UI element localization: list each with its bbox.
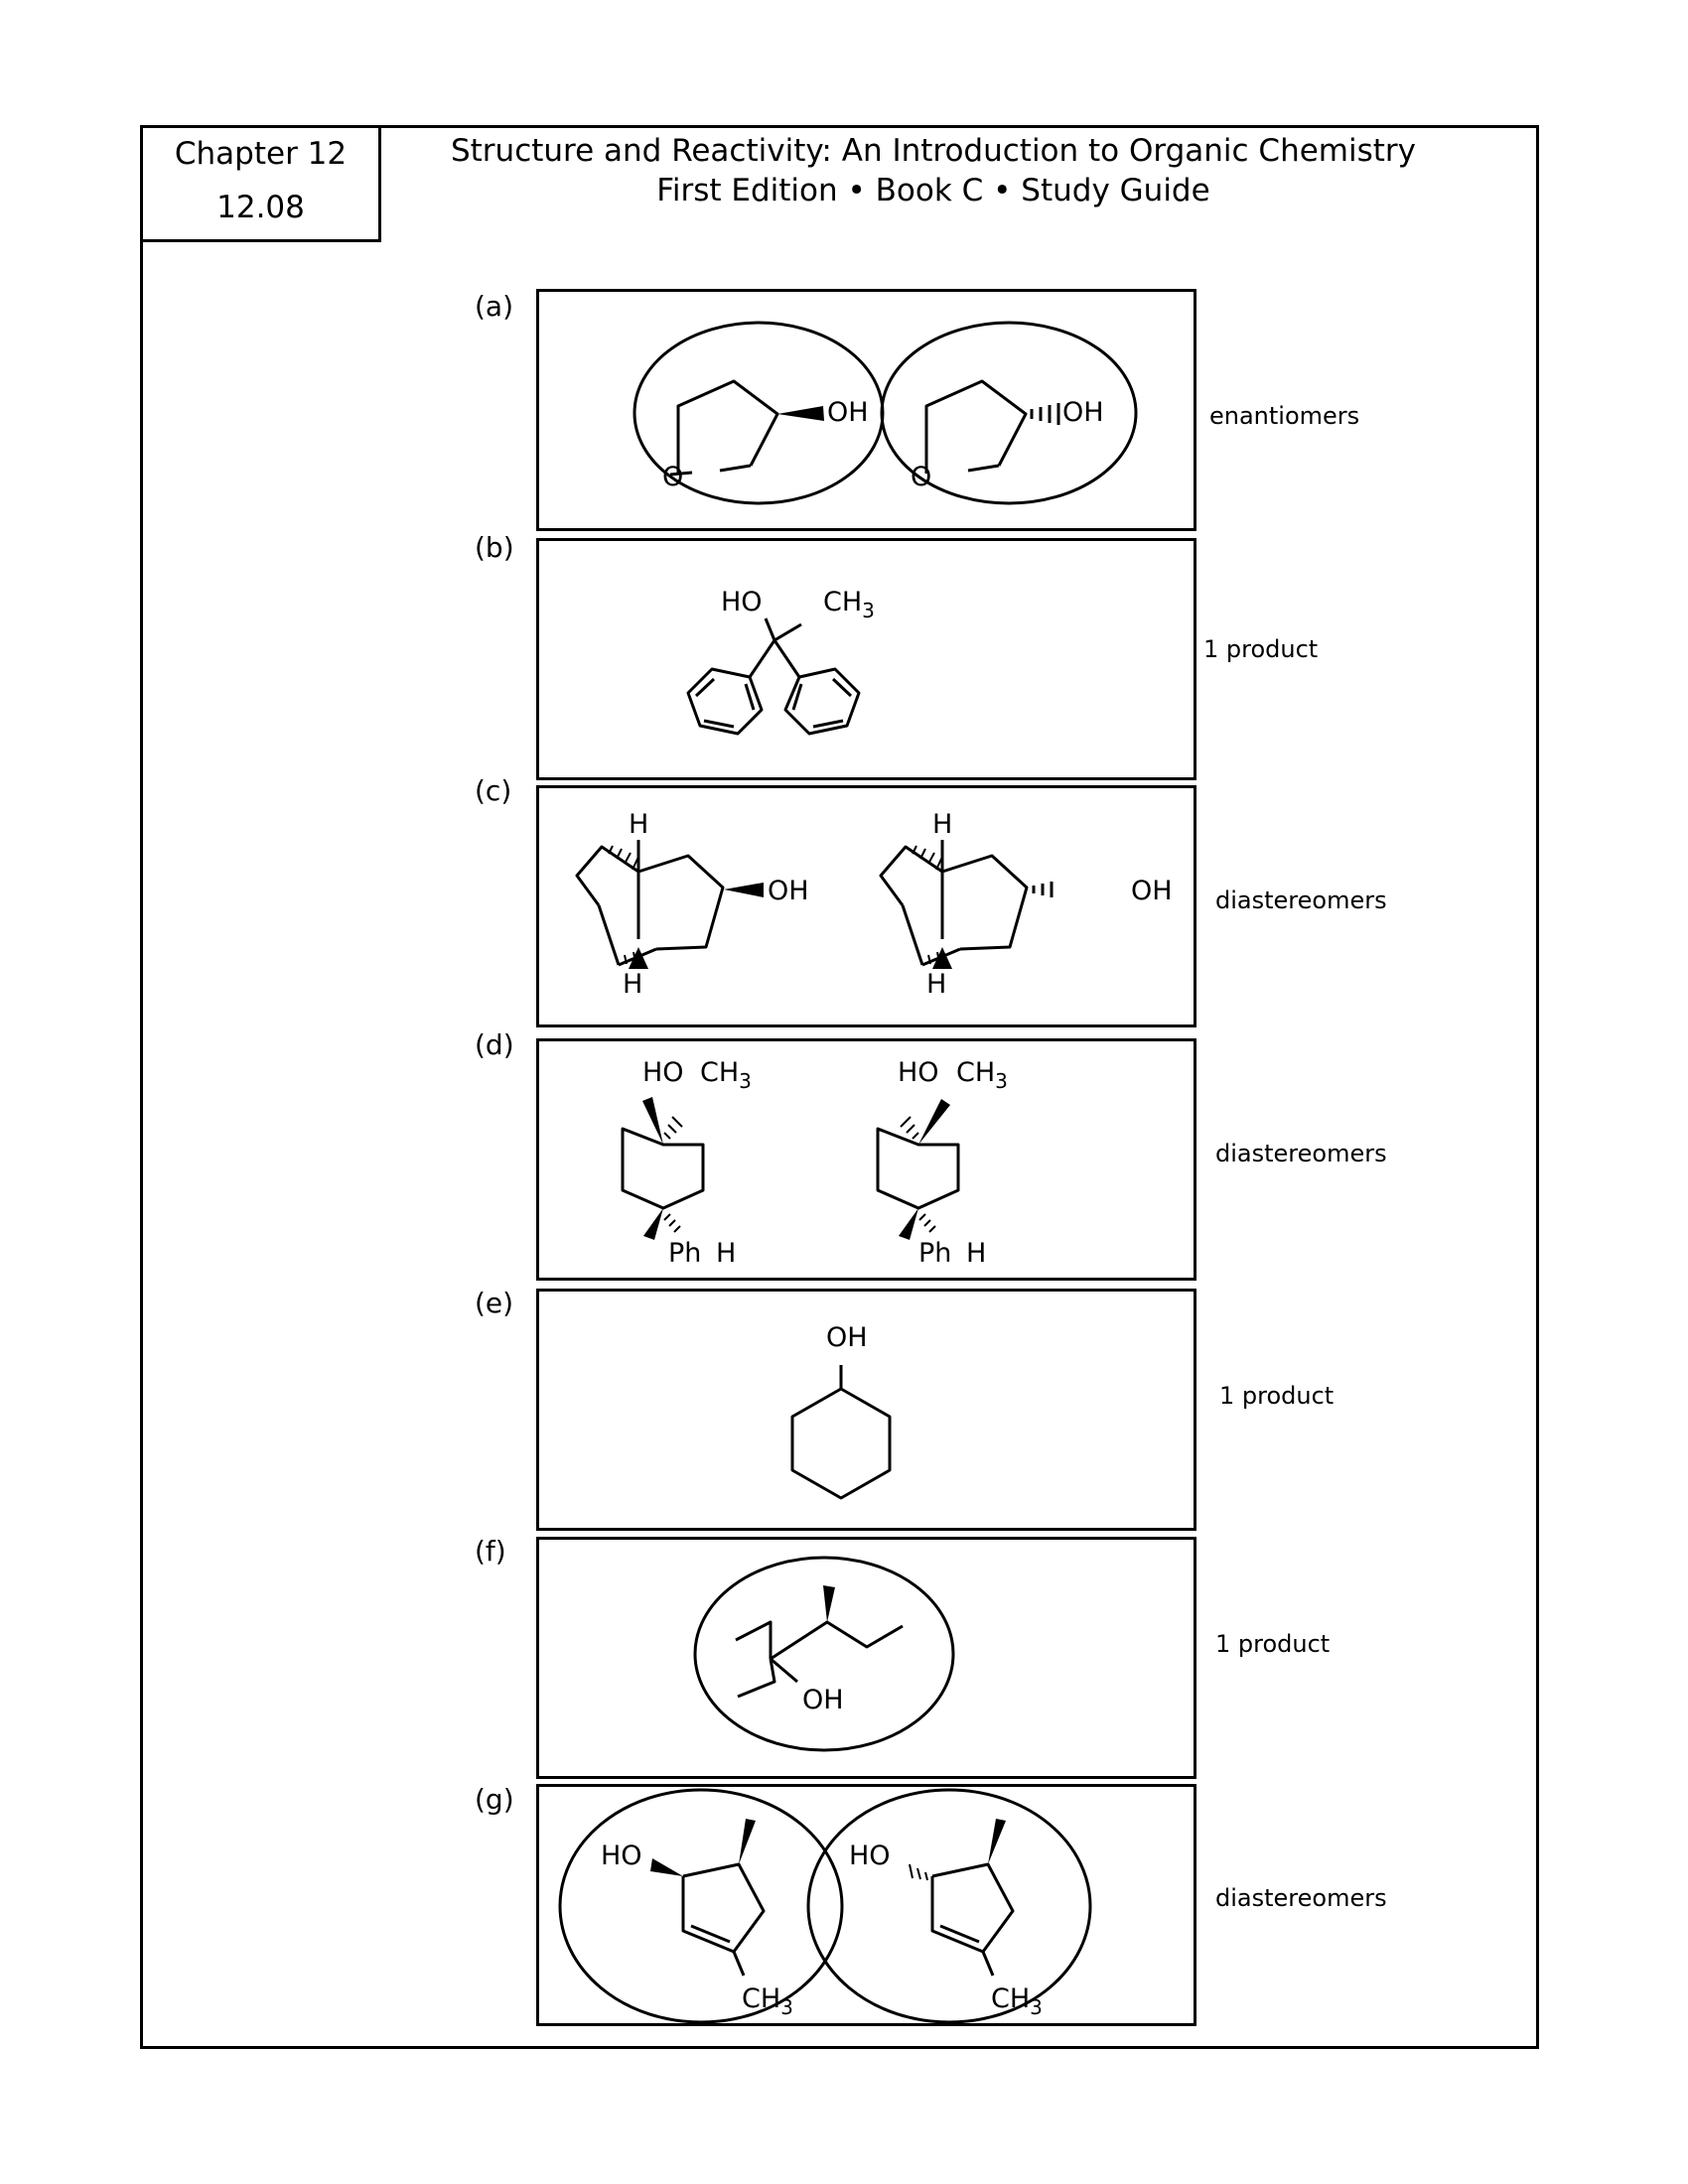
problem-label-c: (c) (475, 774, 512, 807)
atom-ho: HO (849, 1841, 891, 1871)
page-frame (140, 125, 1539, 2049)
atom-h: H (623, 969, 642, 1000)
problem-label-d: (d) (475, 1028, 514, 1061)
atom-ho: HO (601, 1841, 642, 1871)
atom-oh: OH (1062, 397, 1104, 428)
atom-oh: OH (826, 1322, 868, 1353)
atom-oh: OH (768, 876, 809, 906)
atom-ch3: CH3 (742, 1983, 793, 2019)
atom-h: H (966, 1238, 986, 1269)
structure-a: OH O OH O (633, 321, 1138, 505)
problem-box-g: HO CH3 HO CH3 (536, 1784, 1196, 2026)
atom-ch3: CH3 (700, 1057, 752, 1093)
book-title: Structure and Reactivity: An Introductio… (450, 133, 1417, 169)
atom-ho: HO (898, 1057, 939, 1088)
atom-oh: OH (1131, 876, 1173, 906)
relation-c: diastereomers (1215, 887, 1387, 914)
atom-ho: HO (642, 1057, 684, 1088)
relation-f: 1 product (1215, 1630, 1331, 1658)
problem-label-a: (a) (475, 290, 514, 323)
atom-h: H (716, 1238, 736, 1269)
chapter-number: Chapter 12 (174, 136, 348, 172)
problem-label-e: (e) (475, 1287, 514, 1319)
atom-ph: Ph (918, 1238, 951, 1269)
problem-box-a: OH O OH O (536, 289, 1196, 531)
problem-label-g: (g) (475, 1783, 514, 1816)
structure-g: HO CH3 HO CH3 (558, 1788, 1092, 2024)
problem-box-c: H H OH H H OH (536, 785, 1196, 1027)
relation-e: 1 product (1219, 1382, 1335, 1410)
atom-h: H (629, 809, 648, 840)
atom-h: H (932, 809, 952, 840)
structure-b: CH3 HO (686, 587, 875, 736)
problem-label-f: (f) (475, 1535, 506, 1568)
atom-ch3: CH3 (956, 1057, 1008, 1093)
atom-o: O (911, 462, 931, 492)
atom-ph: Ph (668, 1238, 701, 1269)
atom-ho: HO (721, 587, 763, 617)
problem-box-f: OH (536, 1537, 1196, 1779)
structure-e: OH (790, 1322, 892, 1500)
atom-ch3: CH3 (823, 587, 875, 622)
section-number: 12.08 (216, 190, 305, 225)
structure-d: HO CH3 Ph H HO CH3 Ph H (621, 1057, 1008, 1269)
chapter-box: Chapter 12 12.08 (140, 125, 381, 242)
structure-f: OH (693, 1556, 955, 1752)
problem-box-b: CH3 HO (536, 538, 1196, 780)
problem-box-e: OH (536, 1289, 1196, 1531)
atom-o: O (662, 462, 683, 492)
relation-a: enantiomers (1209, 402, 1360, 430)
structure-c: H H OH H H OH (575, 809, 1173, 1000)
atom-oh: OH (827, 397, 869, 428)
relation-d: diastereomers (1215, 1140, 1387, 1167)
book-subtitle: First Edition • Book C • Study Guide (656, 173, 1210, 208)
atom-oh: OH (802, 1685, 844, 1715)
relation-b: 1 product (1203, 635, 1319, 663)
atom-ch3: CH3 (991, 1983, 1043, 2019)
problem-label-b: (b) (475, 531, 514, 564)
relation-g: diastereomers (1215, 1884, 1387, 1912)
problem-box-d: HO CH3 Ph H HO CH3 Ph H (536, 1038, 1196, 1281)
atom-h: H (926, 969, 946, 1000)
